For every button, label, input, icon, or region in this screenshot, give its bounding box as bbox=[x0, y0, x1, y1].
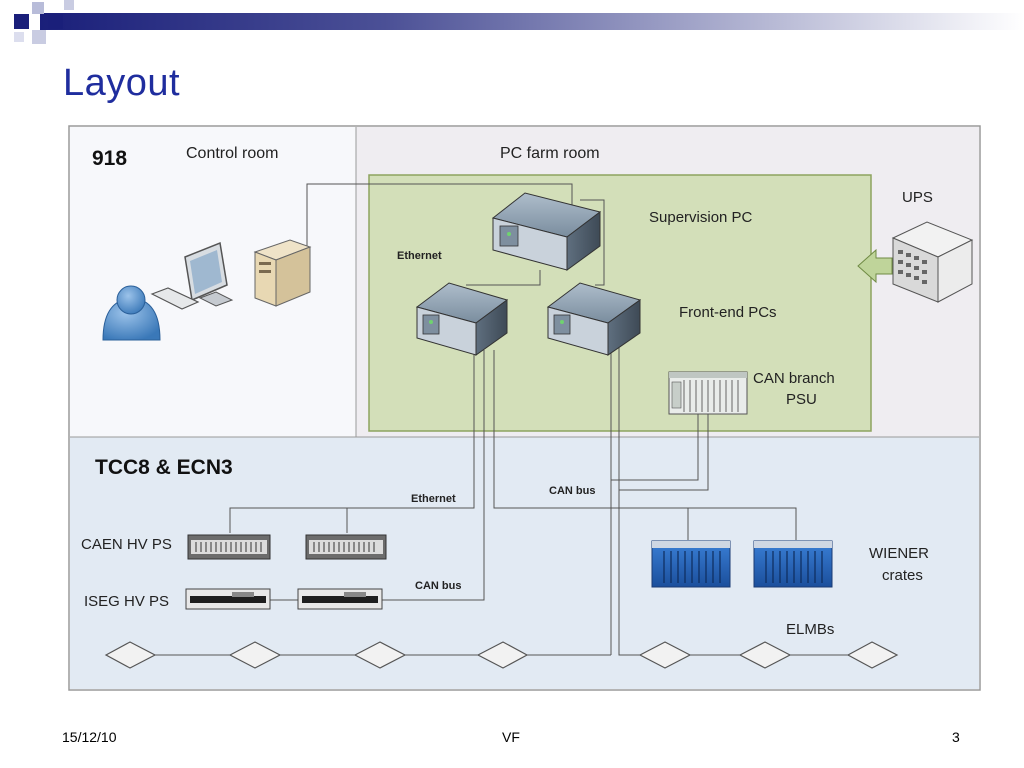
label-can-bus-center: CAN bus bbox=[549, 485, 595, 497]
frontend-pc-left-server-icon bbox=[415, 282, 509, 356]
label-tcc8-ecn3: TCC8 & ECN3 bbox=[95, 456, 233, 479]
elmb-module-2-icon bbox=[228, 641, 282, 669]
label-iseg-hv-ps: ISEG HV PS bbox=[84, 593, 169, 610]
cable-control-to-supervision bbox=[306, 183, 573, 252]
elmb-module-5-icon bbox=[638, 641, 692, 669]
label-ups: UPS bbox=[902, 189, 933, 206]
cable-supervision-to-frontend-right bbox=[580, 199, 605, 286]
elmb-module-1-icon bbox=[104, 641, 157, 669]
frontend-pc-right-server-icon bbox=[546, 282, 642, 356]
header-square-light-1 bbox=[32, 2, 44, 14]
ups-icon bbox=[891, 221, 974, 303]
ups-power-arrow-icon bbox=[857, 248, 893, 284]
monitor-icon bbox=[184, 241, 234, 307]
caen-hv-ps-unit-1-icon bbox=[187, 534, 271, 560]
iseg-hv-ps-unit-1-icon bbox=[185, 588, 271, 610]
cable-ethernet-hv bbox=[229, 350, 475, 533]
label-wiener: WIENER bbox=[869, 545, 929, 562]
header-decoration bbox=[14, 0, 1024, 44]
elmb-module-7-icon bbox=[846, 641, 899, 669]
slide-title: Layout bbox=[63, 62, 181, 104]
cable-psu-2 bbox=[619, 414, 709, 491]
can-branch-psu-icon bbox=[668, 371, 748, 415]
label-caen-hv-ps: CAEN HV PS bbox=[81, 536, 172, 553]
wiener-crate-2-icon bbox=[753, 540, 833, 588]
header-square-light-4 bbox=[64, 0, 74, 10]
label-ethernet-top: Ethernet bbox=[397, 250, 442, 262]
cable-canbus-iseg bbox=[382, 350, 485, 601]
cable-canbus-center bbox=[493, 350, 797, 540]
label-supervision-pc: Supervision PC bbox=[649, 209, 753, 226]
elmb-modules bbox=[104, 641, 899, 669]
elmb-module-4-icon bbox=[476, 641, 529, 669]
header-square-light-3 bbox=[14, 32, 24, 42]
label-frontend-pcs: Front-end PCs bbox=[679, 304, 777, 321]
header-square-navy-2 bbox=[48, 14, 63, 29]
footer-page-number: 3 bbox=[952, 729, 960, 745]
cable-psu-1 bbox=[611, 414, 699, 481]
cable-frontend-right-down2 bbox=[618, 340, 640, 656]
header-square-navy-1 bbox=[14, 14, 29, 29]
label-918: 918 bbox=[92, 147, 127, 170]
footer-center: VF bbox=[502, 729, 520, 745]
iseg-hv-ps-unit-2-icon bbox=[297, 588, 383, 610]
elmb-module-3-icon bbox=[353, 641, 407, 669]
wiener-crate-1-icon bbox=[651, 540, 731, 588]
cable-supervision-to-frontend-left bbox=[466, 270, 541, 286]
operator-person-icon bbox=[102, 285, 161, 341]
label-control-room: Control room bbox=[186, 145, 278, 162]
label-elmbs: ELMBs bbox=[786, 621, 834, 638]
caen-hv-ps-unit-2-icon bbox=[305, 534, 387, 560]
label-can-branch: CAN branch bbox=[753, 370, 835, 387]
workstation-tower-icon bbox=[253, 239, 312, 307]
keyboard-icon bbox=[150, 287, 200, 310]
label-pc-farm-room: PC farm room bbox=[500, 145, 600, 162]
supervision-pc-server-icon bbox=[491, 192, 602, 271]
label-crates: crates bbox=[882, 567, 923, 584]
label-can-bus-left: CAN bus bbox=[415, 580, 461, 592]
label-psu: PSU bbox=[786, 391, 817, 408]
header-square-light-2 bbox=[32, 30, 46, 44]
label-ethernet-bottom: Ethernet bbox=[411, 493, 456, 505]
footer-date: 15/12/10 bbox=[62, 729, 117, 745]
elmb-module-6-icon bbox=[738, 641, 792, 669]
header-gradient-bar bbox=[40, 13, 1024, 30]
cabling bbox=[155, 183, 848, 656]
